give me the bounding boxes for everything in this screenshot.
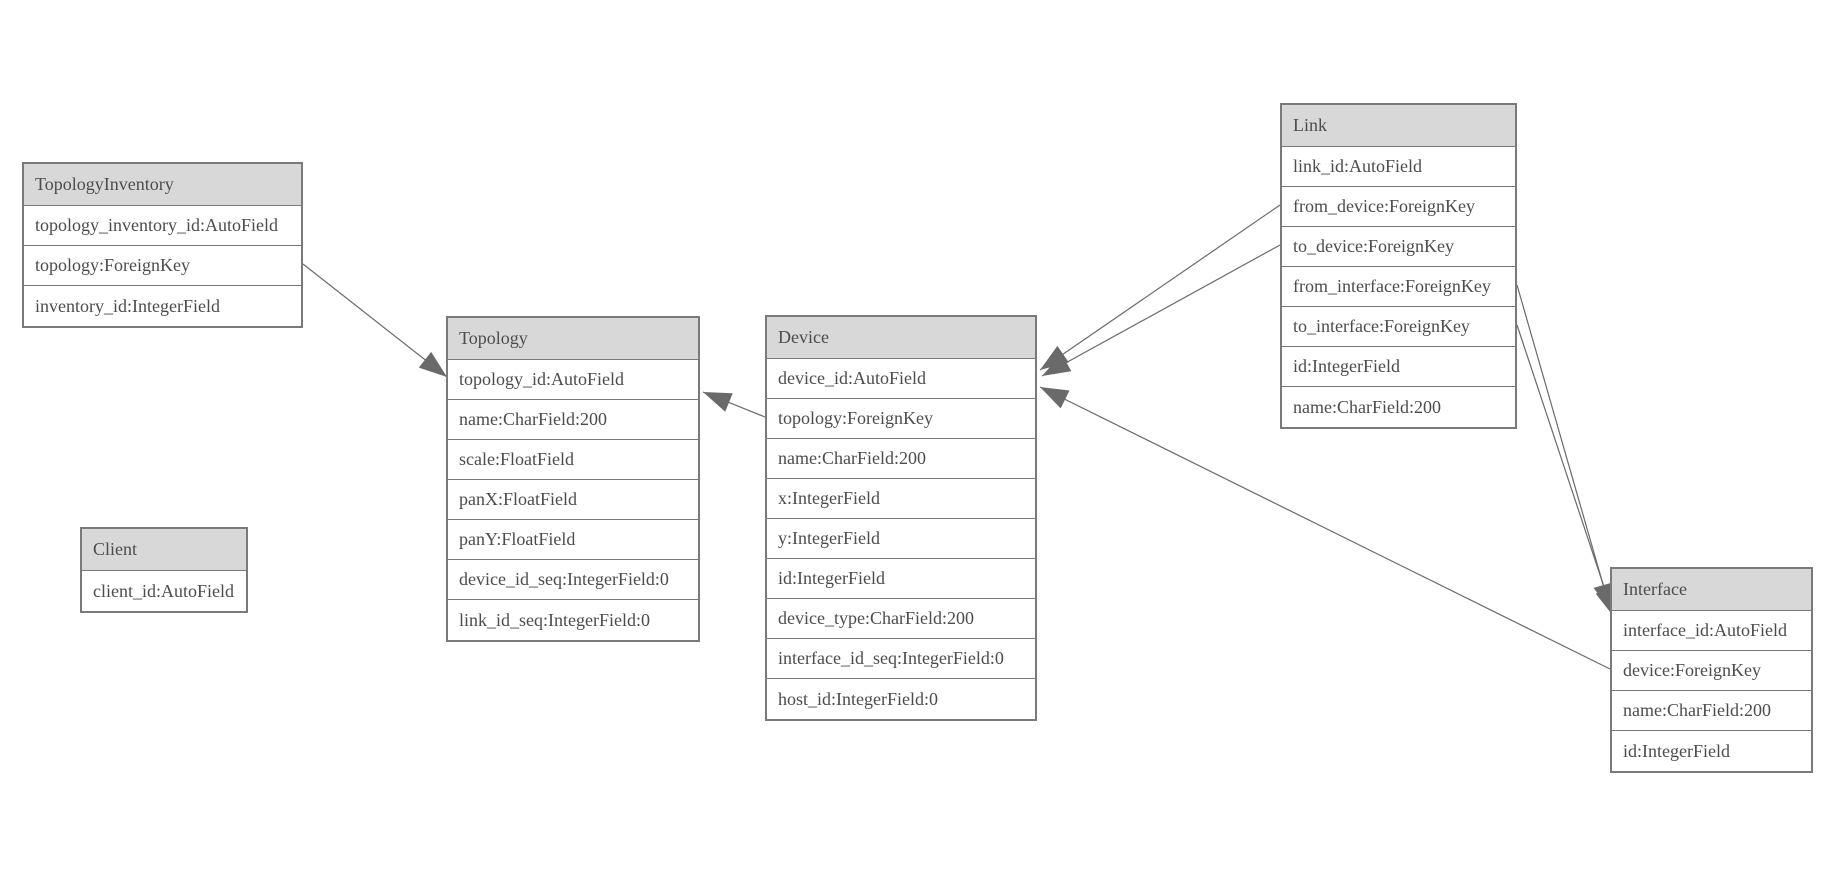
field-label: device_id:AutoField [778, 368, 926, 388]
edge-topologyinventory-topology-to-topology [302, 263, 448, 378]
field-row: device_id_seq:IntegerField:0 [448, 560, 698, 600]
field-row: panY:FloatField [448, 520, 698, 560]
field-row: device_id:AutoField [767, 359, 1035, 399]
table-header: Device [767, 317, 1035, 359]
field-label: device:ForeignKey [1623, 660, 1761, 680]
field-label: id:IntegerField [778, 568, 885, 588]
field-row: y:IntegerField [767, 519, 1035, 559]
table-field-list: topology_id:AutoField name:CharField:200… [448, 360, 698, 640]
field-row: id:IntegerField [1282, 347, 1515, 387]
field-label: host_id:IntegerField:0 [778, 688, 938, 709]
field-row: client_id:AutoField [82, 571, 246, 611]
field-label: from_interface:ForeignKey [1293, 276, 1491, 296]
entity-table-client: Client client_id:AutoField [80, 527, 248, 613]
field-row: interface_id:AutoField [1612, 611, 1811, 651]
table-title: Client [93, 539, 137, 559]
field-label: link_id_seq:IntegerField:0 [459, 609, 650, 630]
field-label: name:CharField:200 [778, 448, 926, 468]
field-label: inventory_id:IntegerField [35, 295, 220, 316]
field-label: y:IntegerField [778, 528, 880, 548]
field-label: client_id:AutoField [93, 580, 234, 601]
table-title: Topology [459, 328, 528, 348]
edge-link-to_interface-to-interface [1516, 324, 1615, 618]
field-row: to_device:ForeignKey [1282, 227, 1515, 267]
field-row: name:CharField:200 [448, 400, 698, 440]
field-label: device_type:CharField:200 [778, 608, 974, 628]
field-label: name:CharField:200 [1623, 700, 1771, 720]
field-row: scale:FloatField [448, 440, 698, 480]
table-field-list: topology_inventory_id:AutoField topology… [24, 206, 301, 326]
table-field-list: device_id:AutoField topology:ForeignKey … [767, 359, 1035, 719]
field-row: topology:ForeignKey [767, 399, 1035, 439]
field-label: link_id:AutoField [1293, 156, 1423, 176]
edge-link-from_interface-to-interface [1516, 284, 1613, 613]
field-label: interface_id_seq:IntegerField:0 [778, 648, 1004, 668]
field-row: panX:FloatField [448, 480, 698, 520]
field-label: name:CharField:200 [459, 409, 607, 429]
field-label: topology_id:AutoField [459, 369, 625, 389]
field-row: from_device:ForeignKey [1282, 187, 1515, 227]
field-label: id:IntegerField [1623, 740, 1730, 761]
table-header: Topology [448, 318, 698, 360]
field-label: x:IntegerField [778, 488, 880, 508]
field-row: x:IntegerField [767, 479, 1035, 519]
field-row: interface_id_seq:IntegerField:0 [767, 639, 1035, 679]
field-row: inventory_id:IntegerField [24, 286, 301, 326]
field-label: name:CharField:200 [1293, 396, 1441, 417]
edge-interface-device-to-device [1039, 386, 1611, 670]
field-label: from_device:ForeignKey [1293, 196, 1475, 216]
field-label: topology:ForeignKey [35, 255, 190, 275]
field-label: interface_id:AutoField [1623, 620, 1787, 640]
field-label: topology:ForeignKey [778, 408, 933, 428]
table-header: TopologyInventory [24, 164, 301, 206]
field-row: topology_inventory_id:AutoField [24, 206, 301, 246]
field-row: device_type:CharField:200 [767, 599, 1035, 639]
field-row: host_id:IntegerField:0 [767, 679, 1035, 719]
table-header: Link [1282, 105, 1515, 147]
table-title: TopologyInventory [35, 174, 174, 194]
field-row: device:ForeignKey [1612, 651, 1811, 691]
edge-device-topology-to-topology [702, 391, 766, 418]
field-row: id:IntegerField [1612, 731, 1811, 771]
field-label: device_id_seq:IntegerField:0 [459, 569, 669, 589]
edge-link-from_device-to-device [1039, 204, 1281, 371]
table-field-list: interface_id:AutoField device:ForeignKey… [1612, 611, 1811, 771]
entity-table-link: Link link_id:AutoField from_device:Forei… [1280, 103, 1517, 429]
field-label: scale:FloatField [459, 449, 574, 469]
entity-table-interface: Interface interface_id:AutoField device:… [1610, 567, 1813, 773]
field-label: panX:FloatField [459, 489, 577, 509]
entity-table-device: Device device_id:AutoField topology:Fore… [765, 315, 1037, 721]
field-label: to_interface:ForeignKey [1293, 316, 1470, 336]
field-row: name:CharField:200 [767, 439, 1035, 479]
table-field-list: link_id:AutoField from_device:ForeignKey… [1282, 147, 1515, 427]
field-label: to_device:ForeignKey [1293, 236, 1454, 256]
edge-link-to_device-to-device [1041, 244, 1281, 377]
field-row: from_interface:ForeignKey [1282, 267, 1515, 307]
entity-table-topology: Topology topology_id:AutoField name:Char… [446, 316, 700, 642]
field-row: id:IntegerField [767, 559, 1035, 599]
table-title: Device [778, 327, 829, 347]
field-label: id:IntegerField [1293, 356, 1400, 376]
field-row: topology_id:AutoField [448, 360, 698, 400]
table-header: Interface [1612, 569, 1811, 611]
field-row: topology:ForeignKey [24, 246, 301, 286]
field-row: link_id_seq:IntegerField:0 [448, 600, 698, 640]
entity-table-topologyinventory: TopologyInventory topology_inventory_id:… [22, 162, 303, 328]
table-title: Interface [1623, 579, 1687, 599]
field-row: name:CharField:200 [1282, 387, 1515, 427]
table-title: Link [1293, 115, 1327, 135]
field-row: link_id:AutoField [1282, 147, 1515, 187]
field-row: to_interface:ForeignKey [1282, 307, 1515, 347]
field-label: topology_inventory_id:AutoField [35, 215, 278, 235]
table-field-list: client_id:AutoField [82, 571, 246, 611]
table-header: Client [82, 529, 246, 571]
field-row: name:CharField:200 [1612, 691, 1811, 731]
field-label: panY:FloatField [459, 529, 576, 549]
